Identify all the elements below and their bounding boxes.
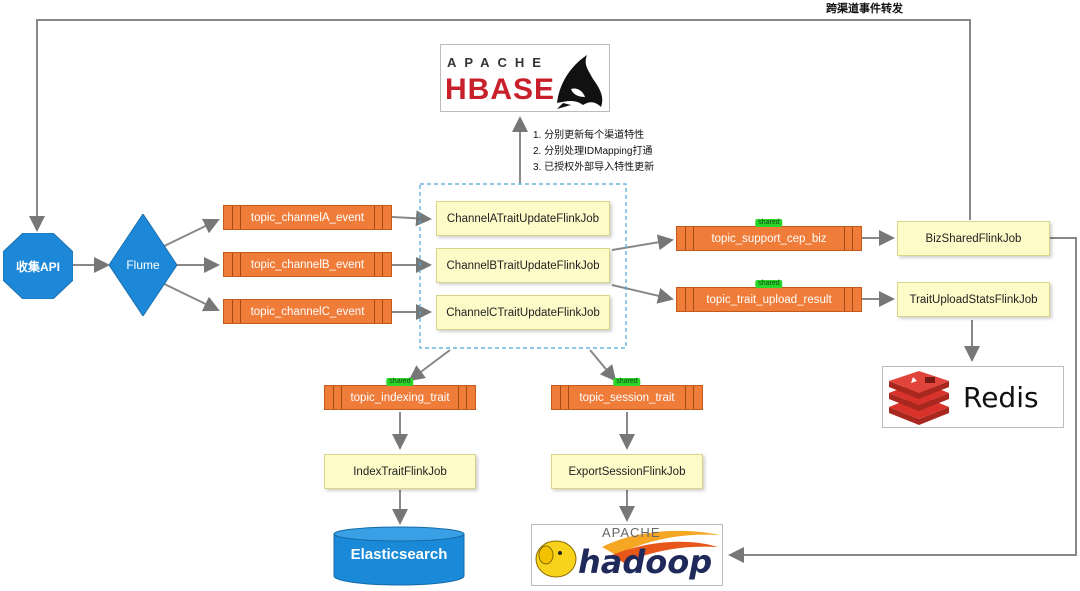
topic-channelA-event: topic_channelA_event: [223, 205, 392, 230]
topic-label: topic_channelA_event: [250, 211, 365, 224]
collector-label: 收集API: [15, 259, 60, 274]
job-channelB: ChannelBTraitUpdateFlinkJob: [436, 248, 610, 283]
job-trait-upload-stats: TraitUploadStatsFlinkJob: [897, 282, 1050, 317]
job-index-trait: IndexTraitFlinkJob: [324, 454, 476, 489]
topic-label: topic_trait_upload_result: [706, 293, 832, 306]
hbase-logo-top: APACHE: [447, 55, 549, 70]
topic-label: topic_channelC_event: [250, 305, 365, 318]
topic-label: topic_channelB_event: [250, 258, 365, 271]
processing-notes: 1. 分别更新每个渠道特性 2. 分别处理IDMapping打通 3. 已授权外…: [533, 128, 654, 176]
topic-session-trait: shared topic_session_trait: [551, 378, 703, 410]
collector-api-node: 收集API: [3, 233, 73, 299]
redis-cube-icon: [889, 371, 949, 425]
hadoop-logo: APACHE hadoop: [531, 524, 723, 586]
flume-label: Flume: [126, 258, 160, 272]
note-2: 2. 分别处理IDMapping打通: [533, 146, 653, 157]
redis-logo-text: Redis: [963, 381, 1039, 414]
job-export-session: ExportSessionFlinkJob: [551, 454, 703, 489]
hbase-logo: APACHE HBASE: [440, 44, 610, 112]
topic-support-cep-biz: shared topic_support_cep_biz: [676, 219, 862, 251]
topic-indexing-trait: shared topic_indexing_trait: [324, 378, 476, 410]
topic-channelB-event: topic_channelB_event: [223, 252, 392, 277]
redis-logo: Redis: [882, 366, 1064, 428]
hbase-logo-main: HBASE: [445, 73, 556, 106]
note-1: 1. 分别更新每个渠道特性: [533, 130, 645, 141]
job-channelA: ChannelATraitUpdateFlinkJob: [436, 201, 610, 236]
shared-badge: shared: [613, 378, 641, 386]
topic-channelC-event: topic_channelC_event: [223, 299, 392, 324]
shared-badge: shared: [755, 219, 783, 227]
topic-trait-upload-result: shared topic_trait_upload_result: [676, 280, 862, 312]
orca-icon: [557, 55, 603, 109]
hadoop-logo-top: APACHE: [602, 525, 661, 540]
shared-badge: shared: [386, 378, 414, 386]
note-3: 3. 已授权外部导入特性更新: [533, 162, 655, 173]
topic-label: topic_indexing_trait: [350, 391, 450, 404]
topic-label: topic_session_trait: [579, 391, 675, 404]
channel-job-group: [419, 183, 627, 349]
elasticsearch-label: Elasticsearch: [350, 546, 448, 563]
hadoop-logo-main: hadoop: [578, 543, 713, 581]
flume-node: Flume: [109, 214, 177, 316]
elasticsearch-store: Elasticsearch: [333, 526, 465, 586]
topic-label: topic_support_cep_biz: [711, 232, 827, 245]
shared-badge: shared: [755, 280, 783, 288]
cross-channel-label: 跨渠道事件转发: [826, 3, 903, 15]
job-channelC: ChannelCTraitUpdateFlinkJob: [436, 295, 610, 330]
job-biz-shared: BizSharedFlinkJob: [897, 221, 1050, 256]
